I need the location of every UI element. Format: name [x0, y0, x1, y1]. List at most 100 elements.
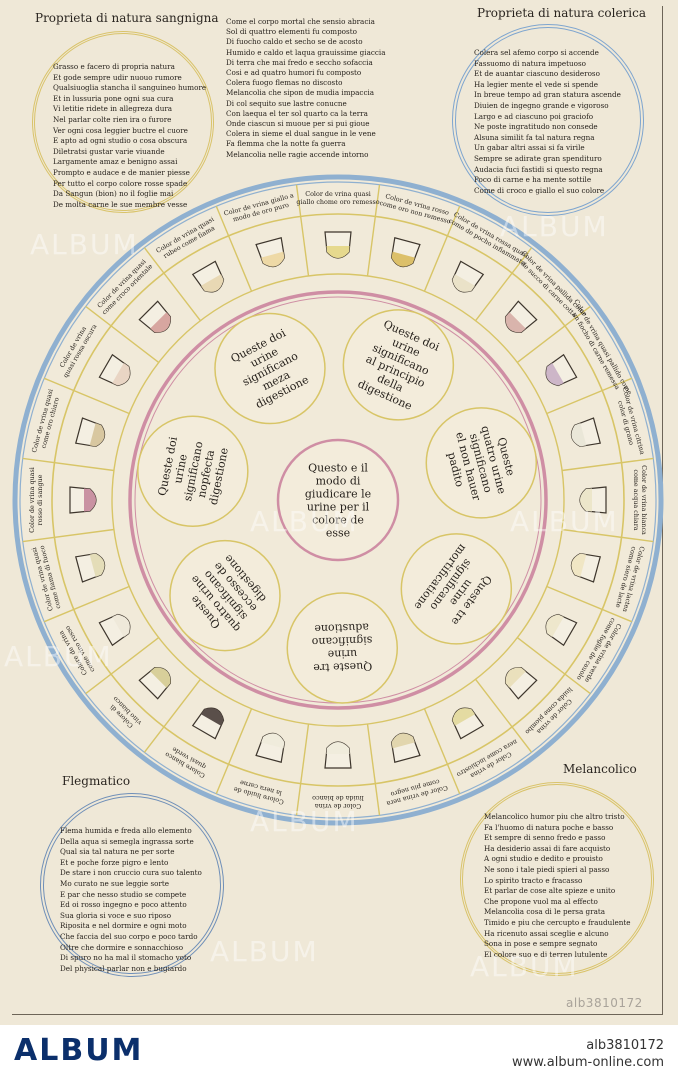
verse-line: Et in lussuria pone ogni sua cura	[53, 93, 174, 103]
segment-divider	[423, 205, 461, 292]
verse-line: Sempre se adirate gran spendituro	[474, 153, 602, 163]
album-logo[interactable]: ALBUM	[14, 1033, 144, 1068]
verse-line: Flema humida e freda allo elemento	[60, 826, 192, 835]
flask-liquid	[505, 312, 526, 333]
urine-flask	[98, 353, 131, 387]
flask-liquid	[201, 274, 224, 292]
urine-flask	[324, 231, 352, 259]
verse-line: Da Sangun (bion) no il foglie mai	[53, 189, 174, 199]
urine-flask	[191, 260, 225, 293]
flask-liquid	[571, 423, 587, 447]
segment-divider	[295, 723, 310, 816]
inner-judgement-label-line: urine	[328, 647, 358, 661]
outer-color-label-line: giallo chome oro remesso	[296, 198, 379, 206]
urine-flask	[451, 260, 485, 293]
segment-divider	[215, 708, 253, 795]
urine-flask	[75, 552, 106, 583]
verse-line: Sua gloria si voce e suo riposo	[60, 910, 172, 920]
verse-line: Della aqua si semegla ingrassa sorte	[60, 836, 194, 846]
site-link[interactable]: www.album-online.com	[511, 1055, 664, 1070]
flask-liquid	[89, 423, 105, 447]
segment-divider	[546, 377, 633, 415]
verse-line: Et parlar de cose alte spieze e unito	[484, 886, 616, 896]
outer-ring-inner-line	[19, 181, 657, 819]
flask-liquid	[112, 614, 130, 637]
verse-line: Di col sequito sue lastre conucne	[226, 98, 347, 108]
verse-line: Qualsiuoglia stancha il sanguineo humore	[53, 83, 207, 93]
urine-flask	[504, 666, 538, 700]
verse-line: Fassuomo di natura impetuoso	[474, 58, 586, 68]
verse-line: Che propone vuol ma al effecto	[484, 896, 598, 906]
segment-divider	[295, 184, 310, 277]
inner-judgement-circle	[425, 407, 538, 519]
flegmatico-title: Flegmatico	[62, 774, 131, 788]
urine-flask	[570, 552, 601, 583]
verse-line: In breue tempo ad gran statura ascende	[474, 90, 621, 100]
inner-judgement-label-line: significano	[311, 634, 372, 649]
verse-line: Ver ogni cosa leggier buctre el cuore	[53, 125, 188, 135]
verse-line: Humido e caldo et laqua grauissime giacc…	[226, 47, 386, 57]
outer-color-label-line: Color de vrina bianca	[640, 465, 648, 535]
center-label-line: Questo e il	[308, 462, 368, 475]
image-id: alb3810172	[586, 1038, 664, 1053]
verse-line: De stare i non cruccio cura suo talento	[60, 868, 202, 878]
watermark-code: alb3810172	[566, 996, 643, 1010]
segment-divider	[366, 723, 381, 816]
verse-line: Et sempre di senno fredo e passo	[484, 833, 606, 843]
verse-line: Ha legier mente el vede si spende	[474, 79, 598, 89]
inner-judgement-label-line: adustione	[314, 621, 369, 636]
verse-line: Alsuna similit fa tal natura regna	[474, 132, 595, 142]
melancolico-title: Melancolico	[563, 762, 637, 776]
outer-color-label-line: liuida de bianco	[312, 794, 364, 802]
segment-divider	[516, 637, 591, 695]
flegmatico-circle	[40, 793, 224, 977]
urine-flask	[570, 417, 601, 448]
urine-flask	[138, 666, 172, 700]
verse-line: Oltre che dormire e sonnacchioso	[60, 942, 184, 952]
verse-line: Ne poste ingratitudo non consede	[474, 122, 598, 132]
segment-divider	[143, 247, 201, 322]
urine-flask	[75, 417, 106, 448]
verse-line: De molta carne le sue membre vesse	[53, 199, 188, 209]
inner-judgement-circle	[214, 312, 326, 425]
segment-divider	[22, 457, 115, 472]
center-label-line: urine per il	[307, 501, 370, 514]
verse-line: Onde ciascun si muoue per si pui gioue	[226, 119, 370, 129]
colerica-title: Proprieta di natura colerica	[477, 6, 646, 20]
verse-line: Fa l'huomo di natura poche e basso	[484, 822, 614, 832]
verse-line: Per tutto el corpo colore rosse spade	[53, 178, 188, 188]
outer-color-label-line: Color de vrina quasi	[305, 190, 371, 198]
verse-line: Melancolia cosa di le persa grata	[484, 907, 606, 917]
flask-liquid	[150, 312, 171, 333]
urine-flask	[545, 353, 578, 387]
verse-line: Largo e ad ciascuno poi graciofo	[474, 111, 594, 121]
inner-judgement-circle	[137, 415, 249, 527]
flask-liquid	[452, 708, 475, 726]
segment-divider	[143, 678, 201, 753]
verse-line: Et de auantar ciascuno desideroso	[474, 69, 600, 79]
verse-line: Colera fuogo flemas no discosto	[226, 78, 343, 88]
outer-color-label-line: come acqua chiara	[632, 469, 640, 530]
inner-judgement-circle	[286, 592, 399, 704]
verse-line: Di terra che mai fredo e seccho sofaccia	[226, 57, 373, 67]
segment-divider	[561, 528, 654, 543]
flask-liquid	[546, 614, 564, 637]
verse-line: A ogni studio e dedito e prouisto	[484, 854, 603, 864]
verse-line: Di spuro no ha mal il stomacho voto	[60, 953, 192, 963]
flask-liquid	[112, 363, 130, 386]
verse-line: Vi letitie ridete in allegreza dura	[53, 104, 173, 114]
inner-judgement-circle	[400, 533, 513, 645]
segment-divider	[546, 585, 633, 623]
verse-line: E apto ad ogni studio o cosa obscura	[53, 136, 188, 146]
segment-divider	[22, 528, 115, 543]
verse-line: Melancolico humor piu che altro tristo	[484, 812, 625, 821]
verse-line: Colera in sieme el dual sangue in le ven…	[226, 129, 376, 139]
verse-line: Sol di quattro elementi fu composto	[226, 27, 357, 37]
segment-divider	[475, 678, 533, 753]
